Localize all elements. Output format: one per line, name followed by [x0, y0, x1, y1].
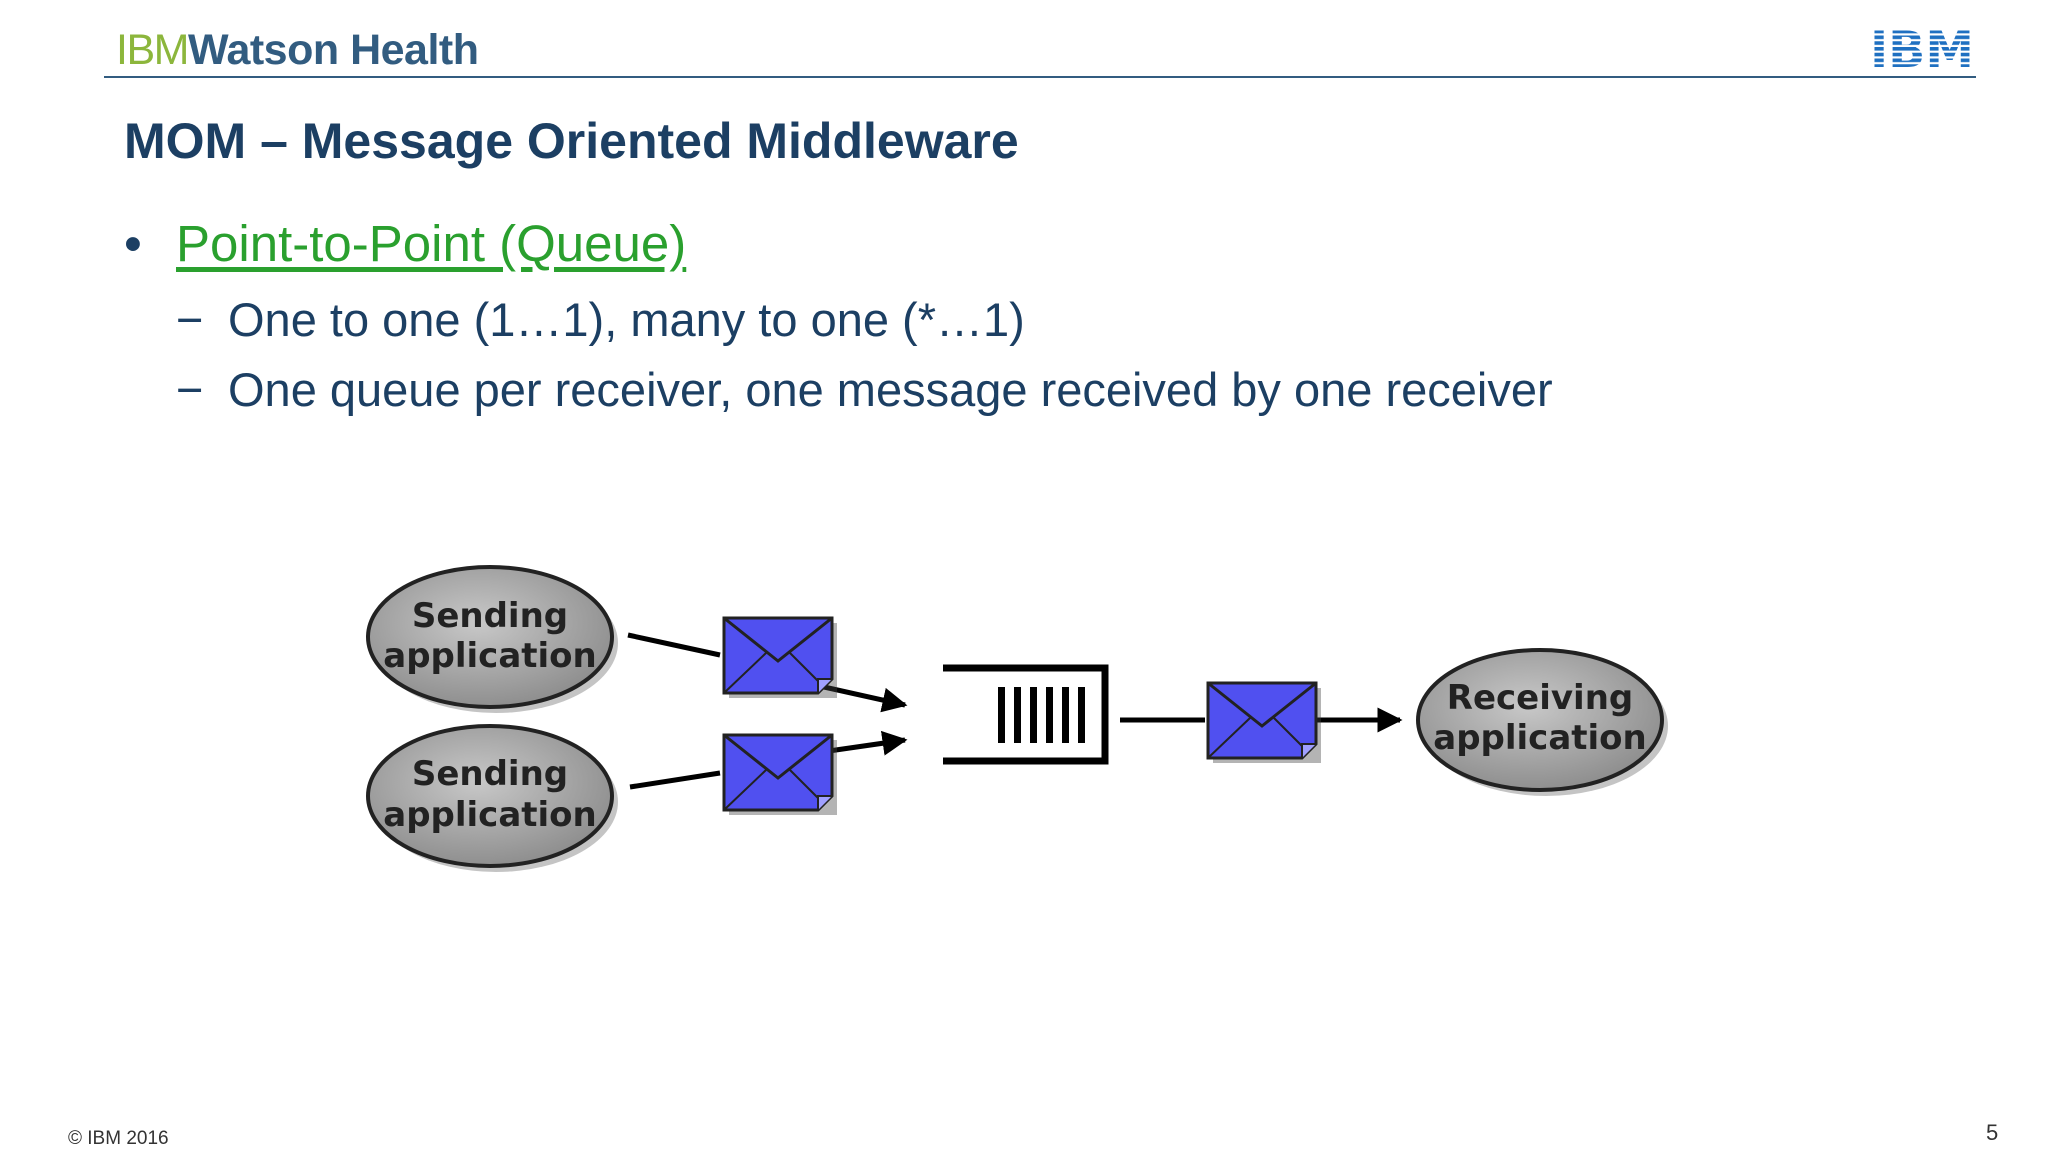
queue-slot	[1078, 687, 1085, 743]
svg-text:application: application	[383, 795, 597, 835]
queue-slot	[1062, 687, 1069, 743]
connector-line	[627, 632, 721, 658]
connector-line	[629, 770, 721, 790]
slide-title: MOM – Message Oriented Middleware	[124, 113, 1019, 169]
sub-bullet-marker: −	[176, 293, 204, 346]
queue-slot	[1030, 687, 1037, 743]
sending-application-node: Sending application	[366, 724, 618, 872]
queue-slot	[1014, 687, 1021, 743]
receiving-application-node: Receiving application	[1416, 648, 1668, 796]
svg-text:application: application	[1433, 718, 1647, 758]
svg-text:Sending: Sending	[412, 754, 568, 794]
watson-health-logo: IBMWatson Health	[116, 24, 479, 76]
sub-bullet-text: One to one (1…1), many to one (*…1)	[228, 293, 1025, 346]
point-to-point-link[interactable]: Point-to-Point (Queue)	[176, 215, 687, 272]
sub-bullet-marker: −	[176, 363, 204, 416]
svg-text:application: application	[383, 636, 597, 676]
queue-slot	[1046, 687, 1053, 743]
message-envelope-icon	[1206, 681, 1321, 763]
sub-bullet-text: One queue per receiver, one message rece…	[228, 363, 1553, 416]
message-envelope-icon	[722, 616, 837, 698]
page-number: 5	[1986, 1120, 1999, 1145]
message-queue-icon	[943, 664, 1109, 765]
sending-application-node: Sending application	[366, 565, 618, 713]
arrow-to-queue	[814, 682, 908, 713]
queue-slot	[998, 687, 1005, 743]
header-divider	[104, 76, 1976, 78]
point-to-point-diagram: Sending application Sending application …	[366, 565, 1668, 872]
svg-text:Sending: Sending	[412, 596, 568, 636]
copyright-footer: © IBM 2016	[68, 1128, 169, 1149]
brand-name: Watson Health	[187, 26, 479, 74]
message-envelope-icon	[722, 733, 837, 815]
bullet-marker: •	[124, 215, 142, 272]
svg-text:Receiving: Receiving	[1447, 678, 1633, 718]
svg-text:IBM: IBM	[1870, 24, 1974, 70]
ibm-logo: IBM	[1870, 24, 1974, 70]
brand-prefix: IBM	[116, 26, 189, 74]
